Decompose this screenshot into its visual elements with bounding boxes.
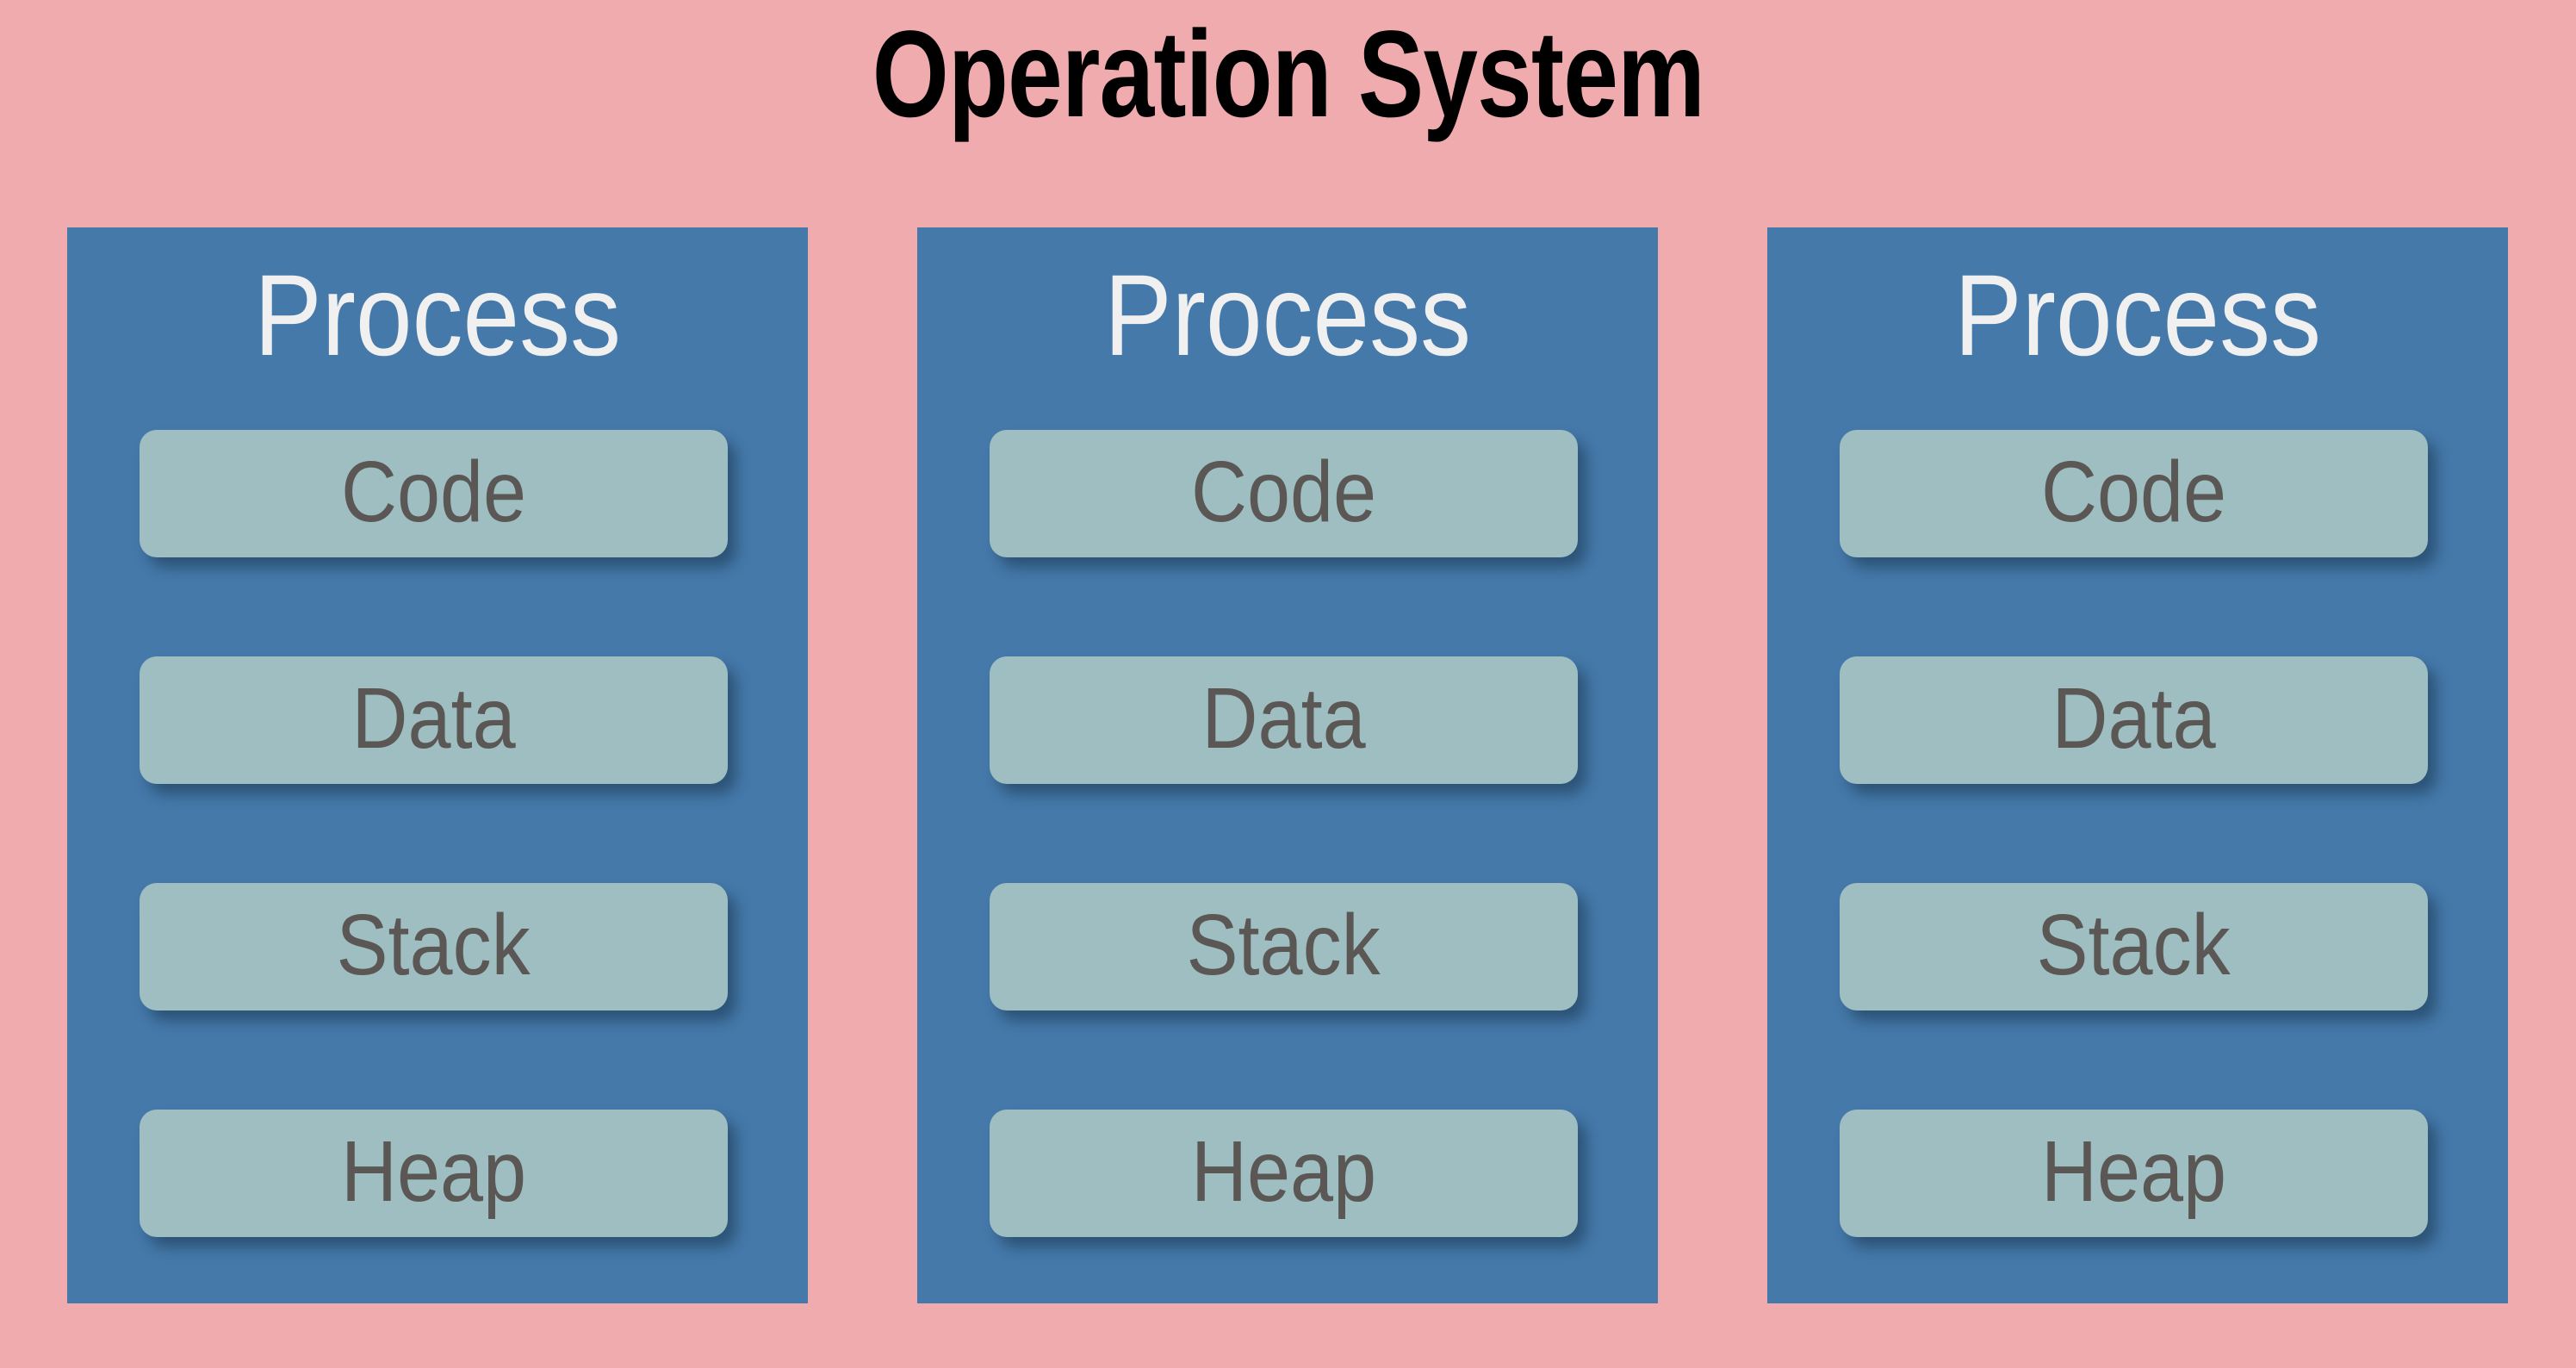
process-box-3[interactable]: Process Code Data Stack Heap	[1767, 227, 2508, 1303]
process-box-2[interactable]: Process Code Data Stack Heap	[917, 227, 1658, 1303]
segment-data[interactable]: Data	[1840, 656, 2428, 784]
segment-label-code: Code	[1190, 444, 1377, 540]
segment-label-stack: Stack	[1186, 897, 1381, 993]
segment-code[interactable]: Code	[1840, 430, 2428, 557]
process-row: Process Code Data Stack Heap Process	[67, 227, 2508, 1303]
segment-code[interactable]: Code	[990, 430, 1578, 557]
segment-label-data: Data	[2051, 670, 2216, 767]
segment-stack[interactable]: Stack	[140, 883, 728, 1010]
process-title-1: Process	[254, 252, 621, 380]
segment-heap[interactable]: Heap	[140, 1110, 728, 1237]
segment-label-heap: Heap	[340, 1123, 527, 1220]
process-box-1[interactable]: Process Code Data Stack Heap	[67, 227, 808, 1303]
segment-label-stack: Stack	[2036, 897, 2231, 993]
segment-label-code: Code	[340, 444, 527, 540]
segment-label-heap: Heap	[2040, 1123, 2227, 1220]
segment-heap[interactable]: Heap	[1840, 1110, 2428, 1237]
segment-stack[interactable]: Stack	[1840, 883, 2428, 1010]
process-title-3: Process	[1954, 252, 2321, 380]
segment-code[interactable]: Code	[140, 430, 728, 557]
diagram-title: Operation System	[0, 0, 2576, 172]
process-segments-2: Code Data Stack Heap	[990, 430, 1578, 1237]
process-segments-3: Code Data Stack Heap	[1840, 430, 2428, 1237]
segment-label-data: Data	[1201, 670, 1366, 767]
segment-label-code: Code	[2040, 444, 2227, 540]
diagram-title-text: Operation System	[872, 6, 1704, 143]
segment-data[interactable]: Data	[990, 656, 1578, 784]
segment-label-stack: Stack	[336, 897, 531, 993]
segment-label-heap: Heap	[1190, 1123, 1377, 1220]
segment-stack[interactable]: Stack	[990, 883, 1578, 1010]
segment-label-data: Data	[351, 670, 516, 767]
process-title-2: Process	[1104, 252, 1471, 380]
segment-heap[interactable]: Heap	[990, 1110, 1578, 1237]
process-segments-1: Code Data Stack Heap	[140, 430, 728, 1237]
segment-data[interactable]: Data	[140, 656, 728, 784]
